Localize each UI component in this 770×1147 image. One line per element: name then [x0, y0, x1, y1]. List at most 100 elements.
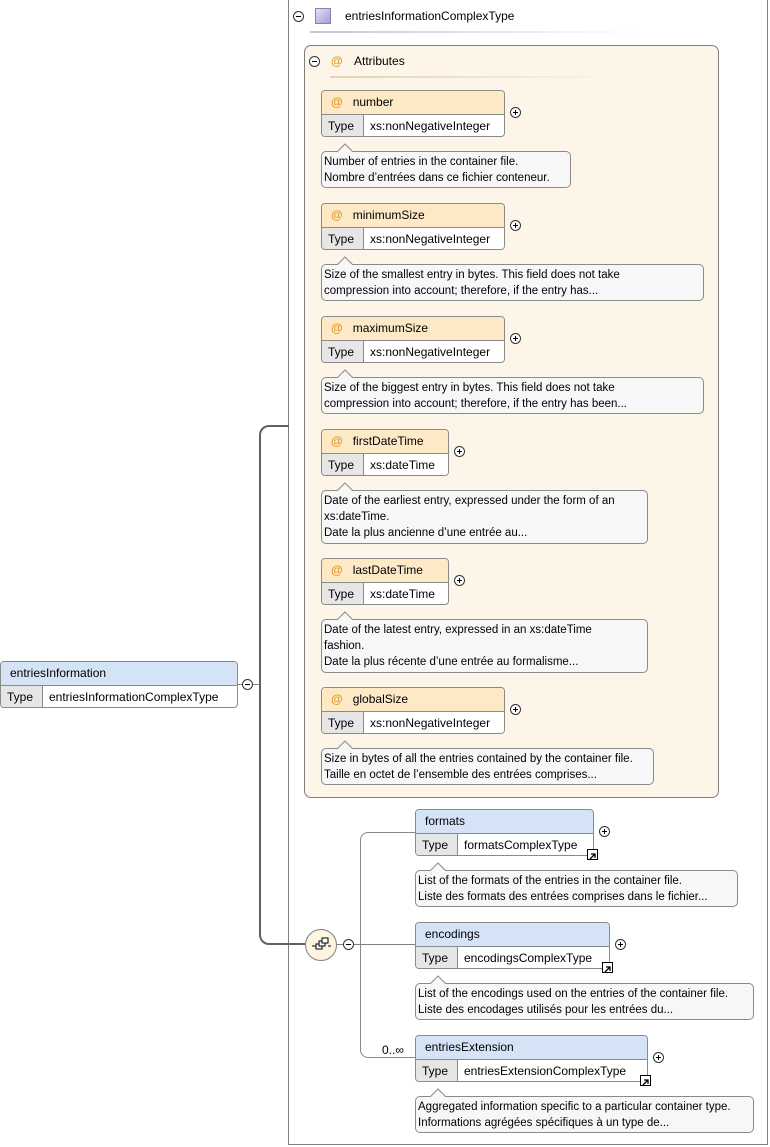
root-collapse-toggle[interactable]: [242, 679, 253, 690]
bracket-connector: [259, 425, 289, 945]
doc-tab-icon: [337, 482, 353, 491]
attributes-collapse-toggle[interactable]: [309, 56, 320, 67]
sequence-branch-lines: [360, 832, 416, 1058]
complex-type-title: entriesInformationComplexType: [345, 9, 515, 23]
doc-encodings: List of the encodings used on the entrie…: [415, 983, 754, 1020]
doc-line: compression into account; therefore, if …: [324, 398, 628, 410]
doc-tab-icon: [337, 740, 353, 749]
element-type-key: Type: [416, 834, 458, 855]
element-node-formats[interactable]: formats Type formatsComplexType: [415, 809, 594, 856]
root-element-node[interactable]: entriesInformation Type entriesInformati…: [0, 661, 238, 708]
expand-globalsize-toggle[interactable]: [510, 704, 521, 715]
doc-line: Number of entries in the container file.: [324, 156, 519, 168]
doc-line: Aggregated information specific to a par…: [418, 1101, 731, 1113]
element-name: encodings: [416, 923, 609, 947]
doc-line: Date la plus ancienne d’une entrée au...: [324, 527, 528, 539]
expand-formats-toggle[interactable]: [599, 826, 610, 837]
element-type-value: encodingsComplexType: [464, 951, 593, 965]
doc-tab-icon: [430, 862, 446, 871]
doc-line: fashion.: [324, 640, 365, 652]
attribute-type-key: Type: [322, 228, 364, 249]
sequence-compositor-icon[interactable]: [305, 929, 337, 961]
attribute-at-icon: @: [331, 434, 343, 448]
attribute-type-value: xs:nonNegativeInteger: [364, 341, 504, 362]
doc-line: Liste des encodages utilisés pour les en…: [418, 1004, 674, 1016]
doc-line: Date of the earliest entry, expressed un…: [324, 495, 615, 507]
attribute-at-icon: @: [331, 321, 343, 335]
attribute-type-key: Type: [322, 712, 364, 733]
expand-encodings-toggle[interactable]: [615, 939, 626, 950]
attributes-group-underline: [330, 76, 620, 78]
attribute-type-key: Type: [322, 454, 364, 475]
attribute-at-icon: @: [331, 563, 343, 577]
root-connector-2: [253, 684, 259, 685]
attribute-name: globalSize: [352, 692, 409, 706]
doc-tab-icon: [337, 369, 353, 378]
element-type-key: Type: [416, 947, 458, 968]
doc-line: List of the encodings used on the entrie…: [418, 988, 729, 1000]
type-link-icon[interactable]: [587, 849, 598, 860]
cardinality-label: 0..∞: [382, 1043, 404, 1057]
element-type-value: entriesExtensionComplexType: [464, 1064, 627, 1078]
doc-tab-icon: [337, 256, 353, 265]
doc-line: Size of the smallest entry in bytes. Thi…: [324, 269, 620, 281]
doc-tab-icon: [337, 611, 353, 620]
doc-lastdatetime: Date of the latest entry, expressed in a…: [321, 619, 648, 673]
doc-line: compression into account; therefore, if …: [324, 285, 599, 297]
doc-maximumsize: Size of the biggest entry in bytes. This…: [321, 377, 704, 414]
type-link-icon[interactable]: [602, 962, 613, 973]
element-name: formats: [416, 810, 593, 834]
attribute-name: minimumSize: [352, 208, 425, 222]
attribute-at-icon: @: [331, 692, 343, 706]
sequence-mid-branch: [354, 944, 416, 945]
sequence-right-connector: [337, 944, 343, 945]
doc-line: Taille en octet de l’ensemble des entrée…: [324, 769, 597, 781]
element-node-encodings[interactable]: encodings Type encodingsComplexType: [415, 922, 610, 969]
doc-line: List of the formats of the entries in th…: [418, 875, 683, 887]
doc-minimumsize: Size of the smallest entry in bytes. Thi…: [321, 264, 704, 301]
expand-maximumsize-toggle[interactable]: [510, 333, 521, 344]
attribute-name: maximumSize: [352, 321, 429, 335]
root-element-name: entriesInformation: [1, 662, 237, 686]
attribute-at-icon: @: [331, 208, 343, 222]
doc-line: Informations agrégées spécifiques à un t…: [418, 1117, 670, 1129]
doc-firstdatetime: Date of the earliest entry, expressed un…: [321, 490, 648, 544]
element-type-value: formatsComplexType: [464, 838, 578, 852]
attribute-type-key: Type: [322, 341, 364, 362]
doc-globalsize: Size in bytes of all the entries contain…: [321, 748, 654, 785]
root-type-value: entriesInformationComplexType: [49, 690, 219, 704]
attribute-type-key: Type: [322, 115, 364, 136]
doc-tab-icon: [430, 1088, 446, 1097]
sequence-collapse-toggle[interactable]: [343, 939, 354, 950]
attribute-type-value: xs:nonNegativeInteger: [364, 115, 504, 136]
expand-entriesextension-toggle[interactable]: [653, 1052, 664, 1063]
doc-tab-icon: [430, 975, 446, 984]
attributes-group-at-icon: @: [331, 54, 343, 68]
attribute-name: lastDateTime: [352, 563, 423, 577]
expand-firstdatetime-toggle[interactable]: [454, 446, 465, 457]
attribute-type-value: xs:dateTime: [364, 583, 448, 604]
type-link-icon[interactable]: [640, 1075, 651, 1086]
doc-tab-icon: [337, 143, 353, 152]
doc-line: Size of the biggest entry in bytes. This…: [324, 382, 615, 394]
expand-minimumsize-toggle[interactable]: [510, 220, 521, 231]
sequence-connector: [287, 943, 305, 945]
complex-type-underline: [310, 31, 640, 33]
expand-lastdatetime-toggle[interactable]: [454, 575, 465, 586]
doc-formats: List of the formats of the entries in th…: [415, 870, 738, 907]
doc-line: Liste des formats des entrées comprises …: [418, 891, 708, 903]
complex-type-collapse-toggle[interactable]: [293, 11, 304, 22]
attribute-name: number: [352, 95, 394, 109]
expand-number-toggle[interactable]: [510, 107, 521, 118]
doc-line: Date of the latest entry, expressed in a…: [324, 624, 592, 636]
complex-type-icon: [315, 8, 331, 24]
doc-line: Nombre d’entrées dans ce fichier contene…: [324, 172, 550, 184]
doc-line: Date la plus récente d’une entrée au for…: [324, 656, 579, 668]
